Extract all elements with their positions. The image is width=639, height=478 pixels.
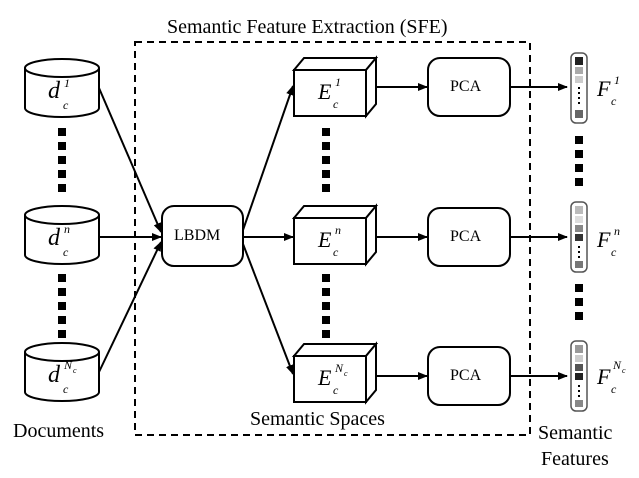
lbdm-label: LBDM xyxy=(174,227,221,244)
pca-label-nc: PCA xyxy=(450,367,482,384)
arrow-docnc-lbdm xyxy=(98,241,162,373)
arrow-lbdm-space1 xyxy=(242,85,294,231)
arrow-doc1-lbdm xyxy=(98,87,162,233)
features-ellipsis-lower xyxy=(575,284,583,320)
feature-vector-nc xyxy=(570,340,588,412)
feature-vector-1 xyxy=(570,52,588,124)
space-cube-n xyxy=(291,203,379,267)
documents-ellipsis-upper xyxy=(58,128,66,192)
semantic-features-caption-line2: Features xyxy=(541,448,609,470)
spaces-ellipsis-lower xyxy=(322,274,330,338)
documents-ellipsis-lower xyxy=(58,274,66,338)
document-cylinder-n xyxy=(24,205,100,265)
space-cube-1 xyxy=(291,55,379,119)
space-cube-nc xyxy=(291,341,379,405)
semantic-features-caption-line1: Semantic xyxy=(538,422,613,444)
semantic-spaces-caption: Semantic Spaces xyxy=(250,408,385,430)
documents-caption: Documents xyxy=(13,420,105,442)
document-cylinder-1 xyxy=(24,58,100,118)
features-ellipsis-upper xyxy=(575,136,583,186)
document-cylinder-nc xyxy=(24,342,100,402)
sfe-boundary xyxy=(134,41,531,436)
arrow-lbdm-spacenc xyxy=(242,243,294,375)
diagram-title: Semantic Feature Extraction (SFE) xyxy=(167,16,448,38)
feature-vector-n xyxy=(570,201,588,273)
pca-label-1: PCA xyxy=(450,78,482,95)
pca-label-n: PCA xyxy=(450,228,482,245)
spaces-ellipsis-upper xyxy=(322,128,330,192)
